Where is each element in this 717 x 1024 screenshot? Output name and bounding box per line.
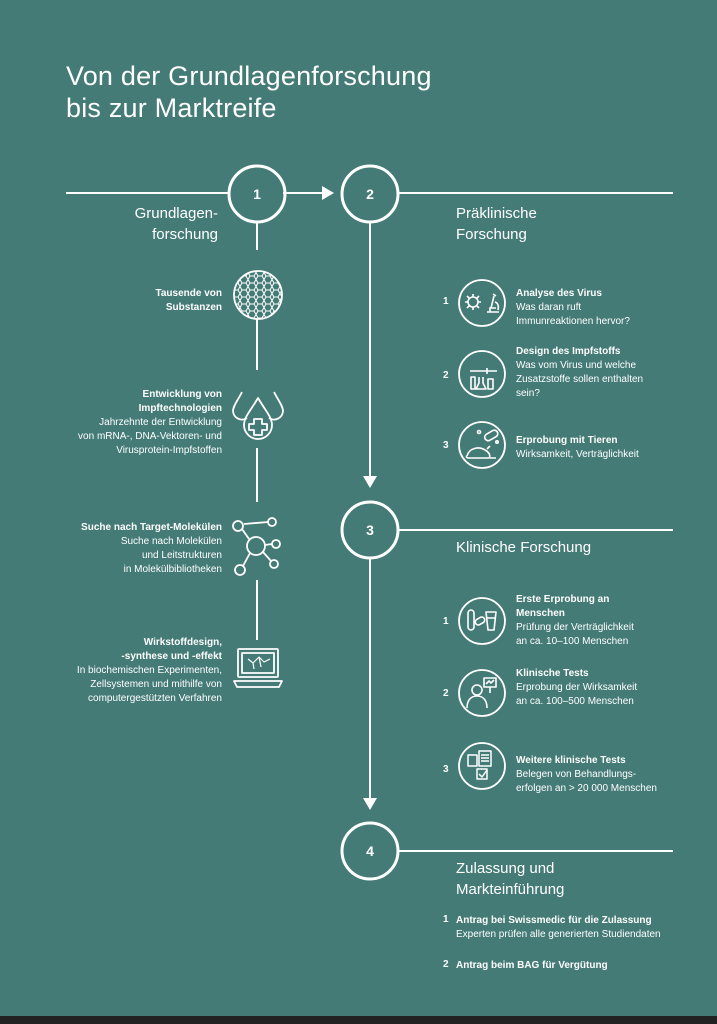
item-text: Suche nach Molekülen xyxy=(120,536,222,547)
item-title: Analyse des Virus xyxy=(516,288,602,299)
item-number: 3 xyxy=(443,764,449,775)
preclinical-item: Analyse des Virus Was daran ruft Immunre… xyxy=(516,287,706,329)
preclinical-item: Design des Impfstoffs Was vom Virus und … xyxy=(516,345,706,401)
virus-microscope-icon xyxy=(458,279,506,327)
item-number: 1 xyxy=(443,616,449,627)
item-title: Erste Erprobung an xyxy=(516,594,610,605)
item-text: Prüfung der Verträglichkeit xyxy=(516,622,634,633)
item-text: Wirksamkeit, Verträglichkeit xyxy=(516,449,639,460)
step-number: 1 xyxy=(253,186,261,202)
item-number: 2 xyxy=(443,688,449,699)
stage-heading: Präklinische Forschung xyxy=(456,203,656,245)
clinical-item: Klinische Tests Erprobung der Wirksamkei… xyxy=(516,667,706,709)
preclinical-item: Erprobung mit Tieren Wirksamkeit, Verträ… xyxy=(516,434,706,462)
heading-line: Grundlagen- xyxy=(134,205,218,222)
step-number: 4 xyxy=(366,843,374,859)
page-title: Von der Grundlagenforschung bis zur Mark… xyxy=(66,60,432,124)
item-text: Zusatzstoffe sollen enthalten xyxy=(516,374,644,385)
item-title: Suche nach Target-Molekülen xyxy=(81,522,222,533)
item-text: Was vom Virus und welche xyxy=(516,360,637,371)
item-text: an ca. 10–100 Menschen xyxy=(516,636,629,647)
stage-heading: Grundlagen- forschung xyxy=(90,203,218,245)
item-text: Immunreaktionen hervor? xyxy=(516,316,630,327)
item-title: Menschen xyxy=(516,608,565,619)
item-title: Substanzen xyxy=(165,302,222,313)
item-text: in Molekülbibliotheken xyxy=(123,564,222,575)
item-text: Belegen von Behandlungs- xyxy=(516,769,637,780)
droplets-icon xyxy=(232,391,284,440)
item-text: computergestützten Verfahren xyxy=(88,693,222,704)
item-title: -synthese und -effekt xyxy=(121,651,222,662)
basic-research-item: Entwicklung von Impftechnologien Jahrzeh… xyxy=(50,388,222,458)
item-text: und Leitstrukturen xyxy=(141,550,222,561)
item-text: Virusprotein-Impfstoffen xyxy=(116,445,222,456)
heading-line: Markteinführung xyxy=(456,881,565,898)
stage-heading: Klinische Forschung xyxy=(456,537,676,558)
item-title: Impftechnologien xyxy=(138,403,222,414)
item-text: Zellsystemen und mithilfe von xyxy=(90,679,222,690)
approval-item: Antrag beim BAG für Vergütung xyxy=(456,959,706,973)
item-text: Erprobung der Wirksamkeit xyxy=(516,682,638,693)
basic-research-item: Tausende von Substanzen xyxy=(100,287,223,315)
arrowhead xyxy=(363,476,377,488)
item-number: 2 xyxy=(443,370,449,381)
stage-heading: Zulassung und Markteinführung xyxy=(456,858,656,900)
title-line: Von der Grundlagenforschung xyxy=(66,61,432,91)
substances-icon xyxy=(233,270,283,320)
item-title: Weitere klinische Tests xyxy=(516,755,626,766)
item-text: In biochemischen Experimenten, xyxy=(76,665,222,676)
syringe-flask-icon xyxy=(458,350,506,398)
pill-mouse-icon xyxy=(458,421,506,469)
vial-pill-cup-icon xyxy=(458,597,506,645)
item-text: von mRNA-, DNA-Vektoren- und xyxy=(78,431,222,442)
basic-research-item: Wirkstoffdesign, -synthese und -effekt I… xyxy=(30,636,222,706)
heading-line: Präklinische xyxy=(456,205,537,222)
item-text: Jahrzehnte der Entwicklung xyxy=(99,417,222,428)
clinical-item: Weitere klinische Tests Belegen von Beha… xyxy=(516,754,706,796)
patient-chart-icon xyxy=(458,669,506,717)
bottom-border xyxy=(0,1016,717,1024)
basic-research-item: Suche nach Target-Molekülen Suche nach M… xyxy=(40,521,222,577)
item-number: 1 xyxy=(443,296,449,307)
item-title: Antrag beim BAG für Vergütung xyxy=(456,960,608,971)
step-circle xyxy=(340,500,400,560)
item-number: 2 xyxy=(443,959,449,970)
item-number: 1 xyxy=(443,914,449,925)
laptop-icon xyxy=(233,648,283,688)
item-text: sein? xyxy=(516,388,540,399)
documents-check-icon xyxy=(458,742,506,790)
heading-line: Zulassung und xyxy=(456,860,555,877)
item-text: an ca. 100–500 Menschen xyxy=(516,696,634,707)
item-title: Entwicklung von xyxy=(142,389,222,400)
item-title: Antrag bei Swissmedic für die Zulassung xyxy=(456,915,652,926)
molecule-icon xyxy=(232,517,281,576)
step-circle xyxy=(227,164,287,224)
step-number: 3 xyxy=(366,522,374,538)
item-text: Was daran ruft xyxy=(516,302,582,313)
heading-line: Klinische Forschung xyxy=(456,539,592,556)
step-circle xyxy=(340,821,400,881)
item-text: erfolgen an > 20 000 Menschen xyxy=(516,783,657,794)
title-line: bis zur Marktreife xyxy=(66,93,277,123)
item-title: Design des Impfstoffs xyxy=(516,346,621,357)
item-title: Klinische Tests xyxy=(516,668,589,679)
item-title: Wirkstoffdesign, xyxy=(143,637,222,648)
item-number: 3 xyxy=(443,440,449,451)
approval-item: Antrag bei Swissmedic für die Zulassung … xyxy=(456,914,706,942)
step-number: 2 xyxy=(366,186,374,202)
item-text: Experten prüfen alle generierten Studien… xyxy=(456,929,661,940)
heading-line: Forschung xyxy=(456,226,527,243)
item-title: Tausende von xyxy=(155,288,223,299)
arrowhead xyxy=(363,798,377,810)
clinical-item: Erste Erprobung an Menschen Prüfung der … xyxy=(516,593,706,649)
arrowhead xyxy=(322,186,334,200)
item-title: Erprobung mit Tieren xyxy=(516,435,618,446)
heading-line: forschung xyxy=(152,226,218,243)
step-circle xyxy=(340,164,400,224)
